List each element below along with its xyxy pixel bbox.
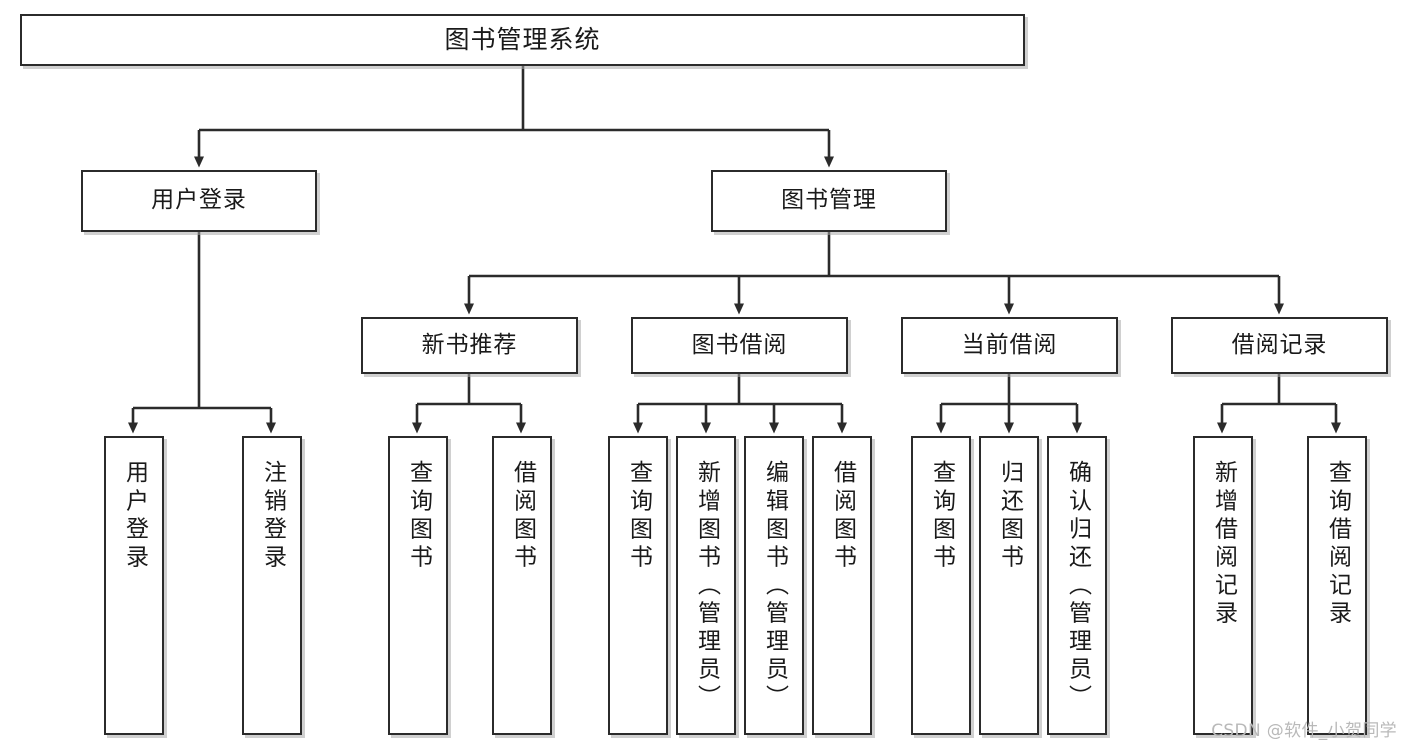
- node-label: 新增借阅记录: [1210, 460, 1237, 629]
- node-book-management[interactable]: 图书管理: [711, 170, 947, 232]
- leaf-current-borrow-return[interactable]: 归还图书: [979, 436, 1039, 735]
- node-borrow-record[interactable]: 借阅记录: [1171, 317, 1388, 374]
- leaf-book-borrow-lend[interactable]: 借阅图书: [812, 436, 872, 735]
- node-label: 编辑图书（管理员）: [761, 460, 788, 713]
- node-label: 查询图书: [625, 460, 652, 573]
- node-book-borrow[interactable]: 图书借阅: [631, 317, 848, 374]
- leaf-current-borrow-query[interactable]: 查询图书: [911, 436, 971, 735]
- node-label: 借阅图书: [509, 460, 536, 573]
- leaf-borrow-record-add[interactable]: 新增借阅记录: [1193, 436, 1253, 735]
- leaf-new-book-borrow[interactable]: 借阅图书: [492, 436, 552, 735]
- leaf-user-login-logout[interactable]: 注销登录: [242, 436, 302, 735]
- leaf-user-login-signin[interactable]: 用户登录: [104, 436, 164, 735]
- node-label: 图书借阅: [691, 331, 788, 358]
- leaf-book-borrow-add[interactable]: 新增图书（管理员）: [676, 436, 736, 735]
- node-label: 新增图书（管理员）: [693, 460, 720, 713]
- csdn-watermark: CSDN @软件_小贺同学: [1211, 721, 1397, 741]
- node-label: 查询图书: [405, 460, 432, 573]
- node-label: 借阅图书: [829, 460, 856, 573]
- leaf-book-borrow-edit[interactable]: 编辑图书（管理员）: [744, 436, 804, 735]
- node-label: 归还图书: [996, 460, 1023, 573]
- node-user-login[interactable]: 用户登录: [81, 170, 317, 232]
- node-label: 图书管理: [781, 187, 877, 214]
- leaf-current-borrow-confirm-return[interactable]: 确认归还（管理员）: [1047, 436, 1107, 735]
- leaf-new-book-query[interactable]: 查询图书: [388, 436, 448, 735]
- node-label: 新书推荐: [421, 331, 518, 358]
- node-root-system[interactable]: 图书管理系统: [20, 14, 1025, 66]
- node-label: 图书管理系统: [444, 25, 601, 54]
- node-current-borrow[interactable]: 当前借阅: [901, 317, 1118, 374]
- node-label: 用户登录: [151, 187, 247, 214]
- leaf-book-borrow-query[interactable]: 查询图书: [608, 436, 668, 735]
- node-label: 确认归还（管理员）: [1064, 460, 1091, 713]
- leaf-borrow-record-query[interactable]: 查询借阅记录: [1307, 436, 1367, 735]
- node-new-book-recommend[interactable]: 新书推荐: [361, 317, 578, 374]
- node-label: 当前借阅: [961, 331, 1058, 358]
- node-label: 查询借阅记录: [1324, 460, 1351, 629]
- node-label: 查询图书: [928, 460, 955, 573]
- node-label: 注销登录: [259, 460, 286, 573]
- node-label: 借阅记录: [1231, 331, 1328, 358]
- node-label: 用户登录: [121, 460, 148, 573]
